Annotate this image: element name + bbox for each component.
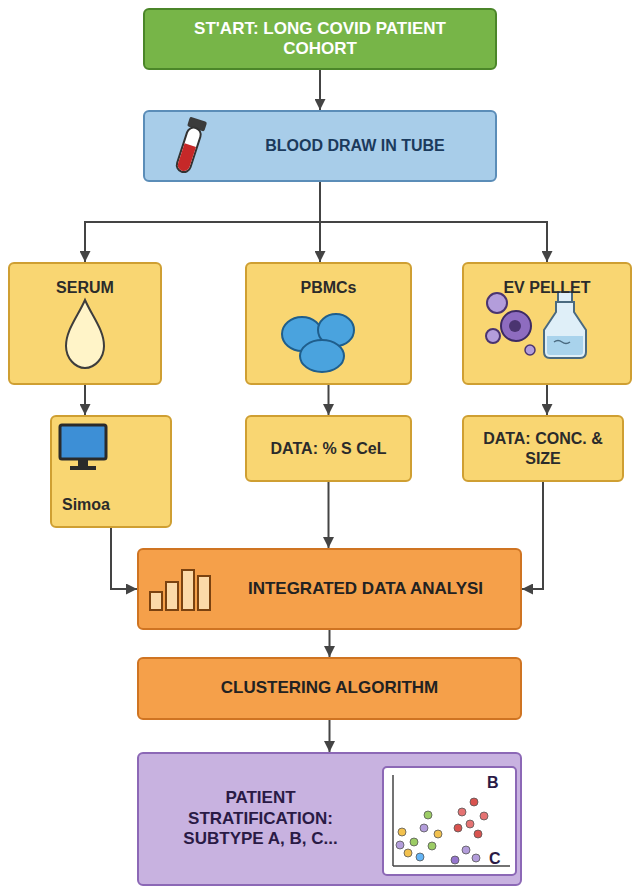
node-label: CLUSTERING ALGORITHM: [149, 678, 510, 698]
node-label: PBMCs: [255, 278, 402, 297]
text-group: DATA: CONC. & SIZE: [478, 429, 608, 467]
text-group: PBMCs: [255, 278, 402, 297]
flow-arrow: [522, 482, 543, 589]
process-box: CLUSTERING ALGORITHM: [137, 657, 522, 720]
node-label: INTEGRATED DATA ANALYSI: [221, 579, 510, 599]
flow-arrow: [546, 385, 548, 415]
data-box: DATA: % S CeL: [245, 415, 412, 482]
text-group: DATA: % S CeL: [269, 439, 388, 458]
cluster-letter: B: [487, 774, 499, 791]
text-group: Simoa: [62, 495, 162, 514]
flow-arrow: [85, 182, 320, 262]
node-label: DATA: CONC. & SIZE: [478, 429, 608, 467]
start-box: ST'ART: LONG COVID PATIENT COHORT: [143, 8, 497, 70]
flow-arrow: [111, 528, 137, 589]
node-label: DATA: % S CeL: [269, 439, 388, 458]
scatter-plot-icon: [383, 767, 516, 875]
flow-arrow: [328, 385, 330, 415]
text-group: ST'ART: LONG COVID PATIENT COHORT: [155, 19, 485, 60]
flow-arrow: [84, 385, 86, 415]
text-group: CLUSTERING ALGORITHM: [149, 678, 510, 698]
text-group: INTEGRATED DATA ANALYSI: [221, 579, 510, 599]
sample-box: EV PELLET: [462, 262, 632, 385]
text-group: SERUM: [18, 278, 152, 297]
node-label: SERUM: [18, 278, 152, 297]
data-box: DATA: CONC. & SIZE: [462, 415, 624, 482]
cluster-label: C: [489, 850, 501, 868]
cluster-label: B: [487, 774, 499, 792]
cluster-letter: C: [489, 850, 501, 867]
node-label: Simoa: [62, 495, 162, 514]
flow-arrow: [328, 482, 330, 548]
flow-arrow: [329, 720, 331, 752]
node-label: BLOOD DRAW IN TUBE: [225, 136, 485, 155]
flow-arrow: [329, 630, 331, 657]
text-group: BLOOD DRAW IN TUBE: [225, 136, 485, 155]
text-group: EV PELLET: [472, 278, 622, 297]
flow-arrow: [319, 70, 321, 110]
node-label: ST'ART: LONG COVID PATIENT COHORT: [155, 19, 485, 60]
node-label: PATIENT STRATIFICATION: SUBTYPE A, B, C.…: [151, 788, 370, 849]
text-group: PATIENT STRATIFICATION: SUBTYPE A, B, C.…: [151, 788, 370, 849]
flow-arrow: [320, 182, 547, 262]
node-label: EV PELLET: [472, 278, 622, 297]
